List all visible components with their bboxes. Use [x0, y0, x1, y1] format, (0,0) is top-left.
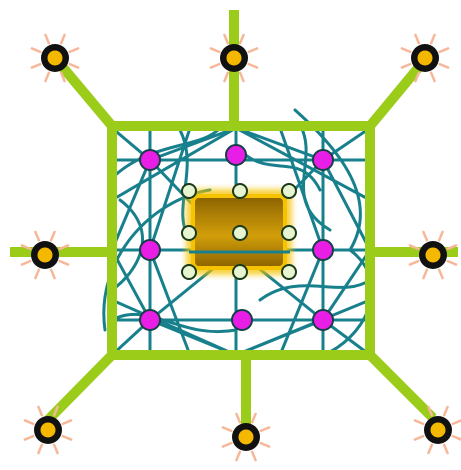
- core-node-icon: [282, 265, 296, 279]
- core-node-icon: [182, 184, 196, 198]
- magenta-node-icon: [232, 310, 252, 330]
- sun-ray: [415, 436, 423, 439]
- magenta-node-icon: [140, 240, 160, 260]
- sun-ray: [51, 232, 54, 240]
- core-node-icon: [233, 265, 247, 279]
- sun-ray: [439, 270, 442, 278]
- sun-ray: [444, 445, 447, 453]
- frame-spoke: [370, 355, 433, 418]
- sun-ray: [45, 73, 48, 81]
- core-node-icon: [182, 265, 196, 279]
- sun-ray: [224, 35, 227, 43]
- core-node-icon: [233, 184, 247, 198]
- sun-ray: [63, 436, 71, 439]
- sun-ray: [236, 414, 239, 422]
- mesh-line: [323, 160, 370, 250]
- sun-ray: [440, 48, 448, 51]
- magenta-node-icon: [313, 240, 333, 260]
- sun-ray: [60, 261, 68, 264]
- sun-ray: [431, 35, 434, 43]
- sun-ray: [61, 35, 64, 43]
- sun-node-core: [431, 423, 446, 438]
- sun-ray: [440, 64, 448, 67]
- magenta-node-icon: [140, 150, 160, 170]
- sun-ray: [70, 64, 78, 67]
- sun-ray: [25, 436, 33, 439]
- core-node-icon: [182, 226, 196, 240]
- sun-ray: [402, 48, 410, 51]
- sun-ray: [415, 420, 423, 423]
- core-node-icon: [282, 184, 296, 198]
- sun-ray: [223, 443, 231, 446]
- sun-ray: [240, 73, 243, 81]
- sun-ray: [51, 270, 54, 278]
- sun-ray: [252, 452, 255, 460]
- frame-spoke: [48, 355, 112, 420]
- mesh-line: [236, 300, 370, 355]
- core-node-icon: [282, 226, 296, 240]
- sun-ray: [38, 445, 41, 453]
- sun-ray: [431, 73, 434, 81]
- sun-ray: [38, 407, 41, 415]
- sun-ray: [444, 407, 447, 415]
- sun-ray: [22, 261, 30, 264]
- sun-ray: [448, 261, 456, 264]
- sun-ray: [70, 48, 78, 51]
- sun-node-core: [239, 430, 254, 445]
- sun-ray: [415, 35, 418, 43]
- sun-node-core: [48, 51, 63, 66]
- magenta-node-icon: [140, 310, 160, 330]
- sun-ray: [223, 427, 231, 430]
- sun-ray: [32, 64, 40, 67]
- sun-ray: [252, 414, 255, 422]
- sun-node-core: [426, 248, 441, 263]
- sun-ray: [25, 420, 33, 423]
- sun-ray: [410, 261, 418, 264]
- sun-ray: [32, 48, 40, 51]
- magenta-node-icon: [313, 310, 333, 330]
- sun-ray: [45, 35, 48, 43]
- sun-node-core: [38, 248, 53, 263]
- sun-ray: [240, 35, 243, 43]
- sun-ray: [453, 436, 461, 439]
- sun-ray: [224, 73, 227, 81]
- sun-ray: [249, 48, 257, 51]
- sun-ray: [261, 427, 269, 430]
- sun-node-core: [227, 51, 242, 66]
- sun-ray: [428, 445, 431, 453]
- mesh-line: [150, 250, 190, 355]
- sun-ray: [423, 270, 426, 278]
- mesh-line: [112, 300, 236, 355]
- sun-ray: [35, 232, 38, 240]
- core-node-icon: [233, 226, 247, 240]
- sun-ray: [423, 232, 426, 240]
- sun-ray: [35, 270, 38, 278]
- sun-ray: [402, 64, 410, 67]
- mesh-line: [150, 128, 236, 160]
- sun-ray: [54, 445, 57, 453]
- sun-ray: [211, 48, 219, 51]
- sun-ray: [236, 452, 239, 460]
- sun-node-core: [41, 423, 56, 438]
- magenta-node-icon: [226, 145, 246, 165]
- sun-ray: [453, 420, 461, 423]
- sun-ray: [249, 64, 257, 67]
- sun-ray: [439, 232, 442, 240]
- mesh-line: [236, 128, 323, 160]
- sun-ray: [211, 64, 219, 67]
- magenta-node-icon: [313, 150, 333, 170]
- sun-ray: [261, 443, 269, 446]
- sun-node-core: [418, 51, 433, 66]
- sun-ray: [63, 420, 71, 423]
